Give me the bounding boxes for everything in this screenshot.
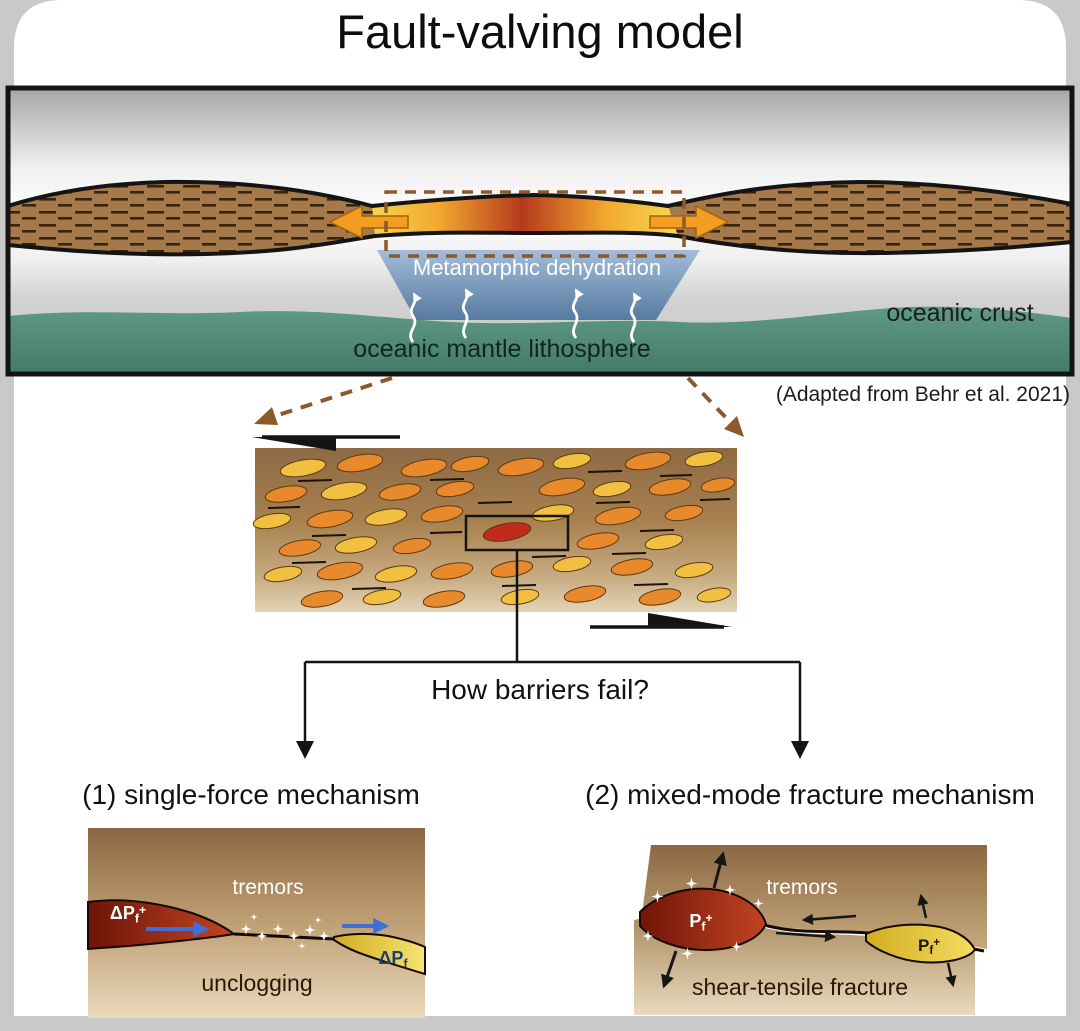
caption: (Adapted from Behr et al. 2021) (775, 383, 1070, 406)
mechanism1-title: (1) single-force mechanism (82, 779, 420, 810)
clogged-fault-line (233, 932, 335, 941)
zoom-indicator-arrows (254, 376, 744, 437)
single-force-panel (87, 828, 426, 1018)
low-pressure-wedge (333, 932, 426, 976)
zoom-arrowhead-left (254, 407, 278, 425)
fluid-flow-arrow-left (328, 204, 409, 240)
dehydration-label: Metamorphic dehydration (412, 255, 662, 280)
dpf-base: ΔP (378, 948, 404, 968)
oceanic-mantle-region (8, 306, 1072, 374)
pf-left-sub: f (701, 919, 706, 934)
pf-right-sup: + (933, 937, 940, 950)
zoom-arrowhead-right (724, 416, 744, 437)
dpf-plus-sup: + (138, 902, 147, 917)
branch-connector (303, 550, 802, 744)
mech2-process-label: shear-tensile fracture (691, 974, 909, 1000)
cross-section-border (5, 85, 1075, 377)
pf-plus-right-label: Pf+ (918, 936, 940, 958)
pressurized-fluid-lens (372, 195, 678, 236)
oceanic-crust-label: oceanic crust (886, 299, 1034, 327)
tensile-opening-arrows (661, 851, 957, 989)
shear-half-arrow-top (252, 437, 336, 451)
clasts (252, 450, 736, 608)
dpf-plus-base: ΔP (109, 903, 135, 923)
channel-outline (6, 179, 1074, 257)
failing-barrier-clast (482, 522, 532, 542)
delta-pf-label: ΔPf (378, 948, 407, 971)
mech1-process-label: unclogging (201, 970, 313, 996)
fluid-rise-arrows (409, 288, 642, 343)
branch-arrowhead-left (296, 741, 314, 759)
upper-block (642, 845, 987, 949)
foliation-lines (267, 470, 731, 590)
mech1-tremors-label: tremors (232, 876, 304, 899)
delta-pf-plus-label: ΔPf+ (110, 903, 146, 926)
shear-zone-panel (252, 448, 737, 612)
dehydration-zone (377, 250, 700, 320)
pf-left-base: P (689, 911, 702, 931)
shear-half-arrow-bottom (648, 613, 732, 627)
pf-left-sup: + (705, 910, 713, 925)
figure-title: Fault-valving model (336, 5, 744, 58)
fluid-flow-arrow-right (649, 204, 730, 240)
subduction-cross-section (5, 85, 1075, 377)
high-pressure-pod (639, 887, 768, 952)
dpf-plus-sub: f (134, 911, 139, 926)
mechanism2-title: (2) mixed-mode fracture mechanism (585, 779, 1035, 810)
fault-shear-arrows (775, 913, 857, 942)
oceanic-mantle-label: oceanic mantle lithosphere (353, 335, 651, 363)
question-label: How barriers fail? (431, 674, 649, 705)
focus-area-dashed-outline (384, 190, 686, 258)
pf-right-sub: f (929, 945, 934, 958)
pf-plus-left-label: Pf+ (689, 911, 712, 934)
dpf-sub: f (403, 956, 408, 971)
pf-right-base: P (918, 936, 930, 955)
branch-arrowhead-right (791, 741, 809, 759)
low-pressure-pod (865, 923, 977, 964)
mixed-mode-panel (634, 845, 987, 1015)
shear-sense-arrows (252, 435, 732, 629)
mech2-tremors-label: tremors (766, 876, 838, 899)
